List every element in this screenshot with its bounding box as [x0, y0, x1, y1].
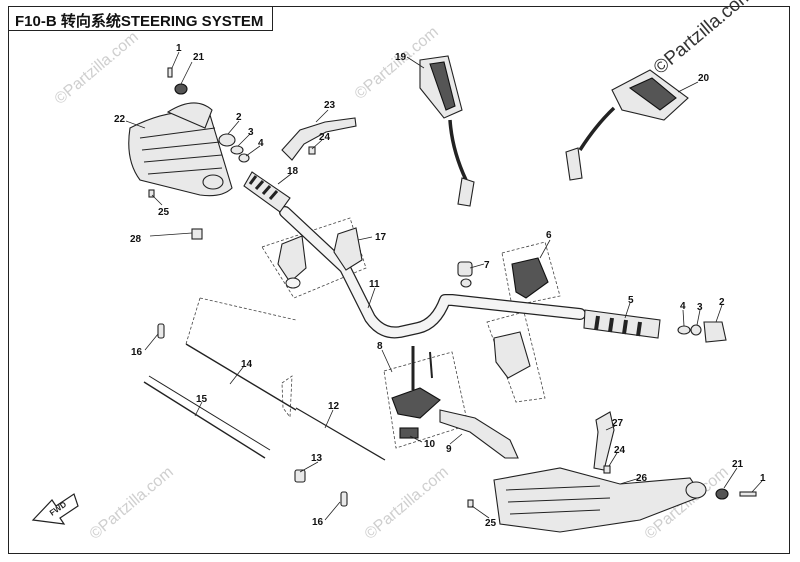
left-screw: [167, 67, 173, 78]
right-end-cap: [715, 488, 729, 500]
callout-1: 1: [176, 43, 182, 54]
watermark: ©Partzilla.com: [87, 464, 177, 543]
callout-4: 4: [258, 138, 264, 149]
callout-23: 23: [324, 100, 336, 111]
callout-6: 6: [546, 230, 552, 241]
callout-24-right: 24: [614, 445, 626, 456]
left-end-cap: [174, 83, 188, 95]
cable-15-outer: [148, 375, 271, 451]
page-title: F10-B 转向系统STEERING SYSTEM: [15, 13, 264, 30]
watermark: ©Partzilla.com: [362, 464, 452, 543]
fwd-direction-arrow: FWD: [31, 493, 79, 525]
right-o-ring: [677, 325, 691, 335]
callout-25: 25: [158, 207, 170, 218]
cable-14: [185, 343, 297, 411]
callout-5: 5: [628, 295, 634, 306]
callout-3-right: 3: [697, 302, 703, 313]
diagram-border: [8, 6, 790, 554]
left-bolt: [148, 189, 155, 198]
callout-17: 17: [375, 232, 387, 243]
callout-24: 24: [319, 132, 331, 143]
callout-19: 19: [395, 52, 407, 63]
title-box: F10-B 转向系统STEERING SYSTEM: [8, 6, 273, 31]
left-hand-guard: [128, 102, 233, 197]
callout-22: 22: [114, 114, 126, 125]
watermark: ©Partzilla.com: [52, 29, 142, 108]
callout-7: 7: [484, 260, 490, 271]
callout-1-right: 1: [760, 473, 766, 484]
right-mirror: [565, 69, 689, 181]
cable-12: [295, 407, 386, 461]
right-washer: [690, 324, 702, 336]
cable-route-dash: [185, 297, 201, 345]
callout-21: 21: [193, 52, 205, 63]
clip-13: [294, 469, 306, 483]
left-washer: [230, 145, 244, 155]
right-hand-guard: [493, 467, 707, 533]
callout-16-left: 16: [131, 347, 143, 358]
right-bracket: [593, 411, 615, 471]
callout-16-bottom: 16: [312, 517, 324, 528]
left-mirror: [419, 55, 475, 207]
callout-8: 8: [377, 341, 383, 352]
callout-28: 28: [130, 234, 142, 245]
cable-route-dash-2: [199, 297, 297, 321]
callout-21-right: 21: [732, 459, 744, 470]
left-bushing: [218, 133, 236, 147]
cable-15: [143, 381, 266, 459]
bar-end-plug: [191, 228, 203, 240]
callout-10: 10: [424, 439, 436, 450]
callout-27: 27: [612, 418, 624, 429]
right-grip: [583, 309, 661, 339]
callout-14: 14: [241, 359, 253, 370]
callout-20: 20: [698, 73, 710, 84]
callout-25-right: 25: [485, 518, 497, 529]
callout-13: 13: [311, 453, 323, 464]
handlebar: [279, 206, 586, 339]
right-bolt: [467, 499, 474, 508]
right-switch-housing: [457, 257, 549, 379]
right-nut: [603, 465, 611, 474]
cable-tie-16a: [157, 323, 165, 339]
right-screw: [739, 491, 757, 497]
left-grip: [243, 171, 291, 213]
callout-18: 18: [287, 166, 299, 177]
watermark: ©Partzilla.com: [650, 0, 758, 79]
right-bushing: [703, 321, 727, 343]
callout-12: 12: [328, 401, 340, 412]
leader-lines: [125, 51, 763, 521]
callout-11: 11: [369, 279, 380, 290]
brake-lever-assembly: [391, 346, 519, 459]
left-nut: [308, 146, 316, 155]
dashed-box-6b: [486, 311, 546, 403]
dashed-box-12: [281, 375, 293, 419]
callout-4-right: 4: [680, 301, 686, 312]
callout-15: 15: [196, 394, 208, 405]
dashed-box-17: [261, 217, 367, 299]
cable-tie-16b: [340, 491, 348, 507]
dashed-box-6a: [501, 241, 561, 307]
callout-labels: 1 21 22 2 3 4 23 24 18 25 19 20 28 17 6 …: [114, 43, 766, 529]
callout-3: 3: [248, 127, 254, 138]
callout-2: 2: [236, 112, 242, 123]
callout-26: 26: [636, 473, 648, 484]
callout-2-right: 2: [719, 297, 725, 308]
left-switch-housing: [277, 227, 363, 289]
left-bracket: [281, 117, 357, 161]
callout-9: 9: [446, 444, 452, 455]
